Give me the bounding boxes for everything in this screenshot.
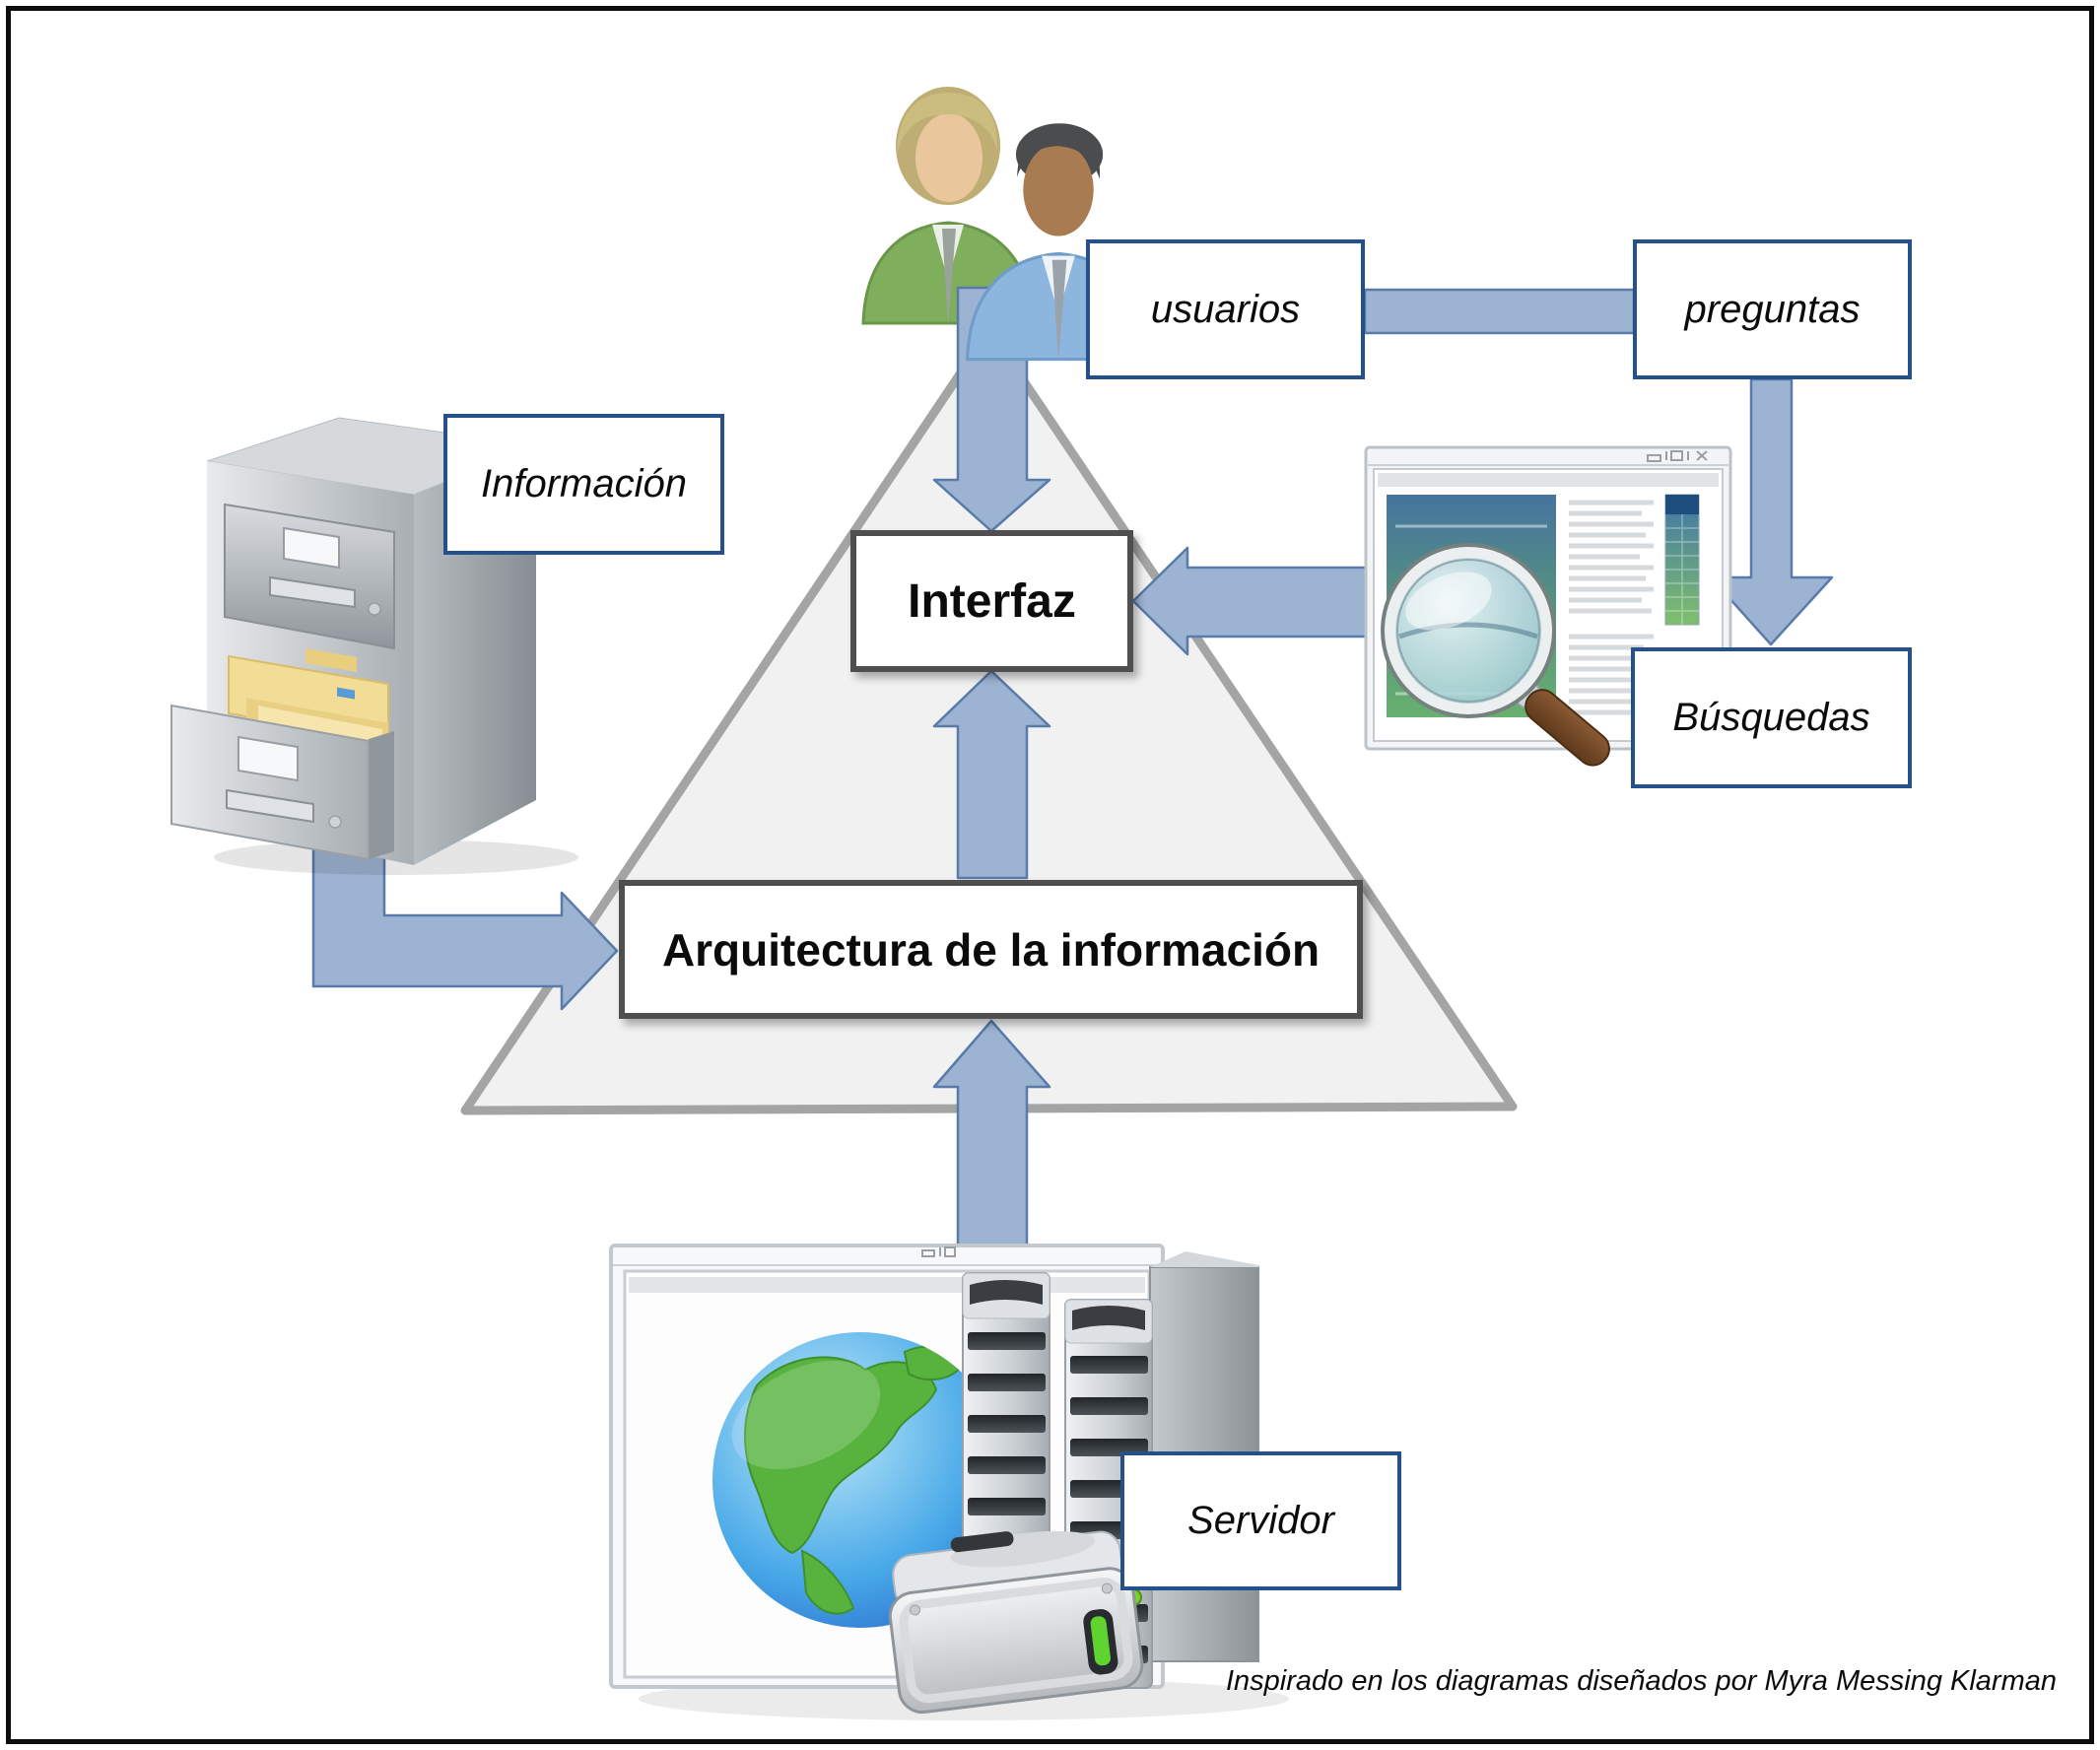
preguntas-label: preguntas [1684, 287, 1861, 331]
usuarios-box: usuarios [1086, 239, 1365, 379]
hard-drive-icon [888, 1530, 1144, 1715]
informacion-box: Información [443, 414, 724, 555]
arrow-informacion-to-arquitectura [311, 824, 619, 1011]
busquedas-label: Búsquedas [1672, 696, 1870, 739]
servidor-box: Servidor [1120, 1451, 1401, 1590]
window-controls-icon [1647, 450, 1708, 462]
arquitectura-label: Arquitectura de la información [661, 923, 1321, 976]
preguntas-box: preguntas [1633, 239, 1912, 379]
servidor-label: Servidor [1187, 1499, 1334, 1542]
arrow-arquitectura-to-interfaz [932, 669, 1051, 880]
busquedas-box: Búsquedas [1631, 647, 1912, 788]
result-grid [1664, 494, 1700, 626]
magnifier-icon [1381, 543, 1610, 767]
arrow-preguntas-to-busquedas [1709, 377, 1834, 646]
connector-usuarios-preguntas [1363, 288, 1636, 335]
interfaz-box: Interfaz [850, 530, 1133, 672]
search-window-icon [1364, 445, 1732, 767]
footer-credit: Inspirado en los diagramas diseñados por… [1225, 1665, 2057, 1697]
informacion-label: Información [481, 462, 687, 505]
text-lines [1569, 500, 1654, 715]
usuarios-label: usuarios [1150, 287, 1301, 331]
arquitectura-box: Arquitectura de la información [619, 880, 1363, 1019]
server-cluster-icon [609, 1244, 1289, 1720]
interfaz-label: Interfaz [908, 574, 1076, 628]
